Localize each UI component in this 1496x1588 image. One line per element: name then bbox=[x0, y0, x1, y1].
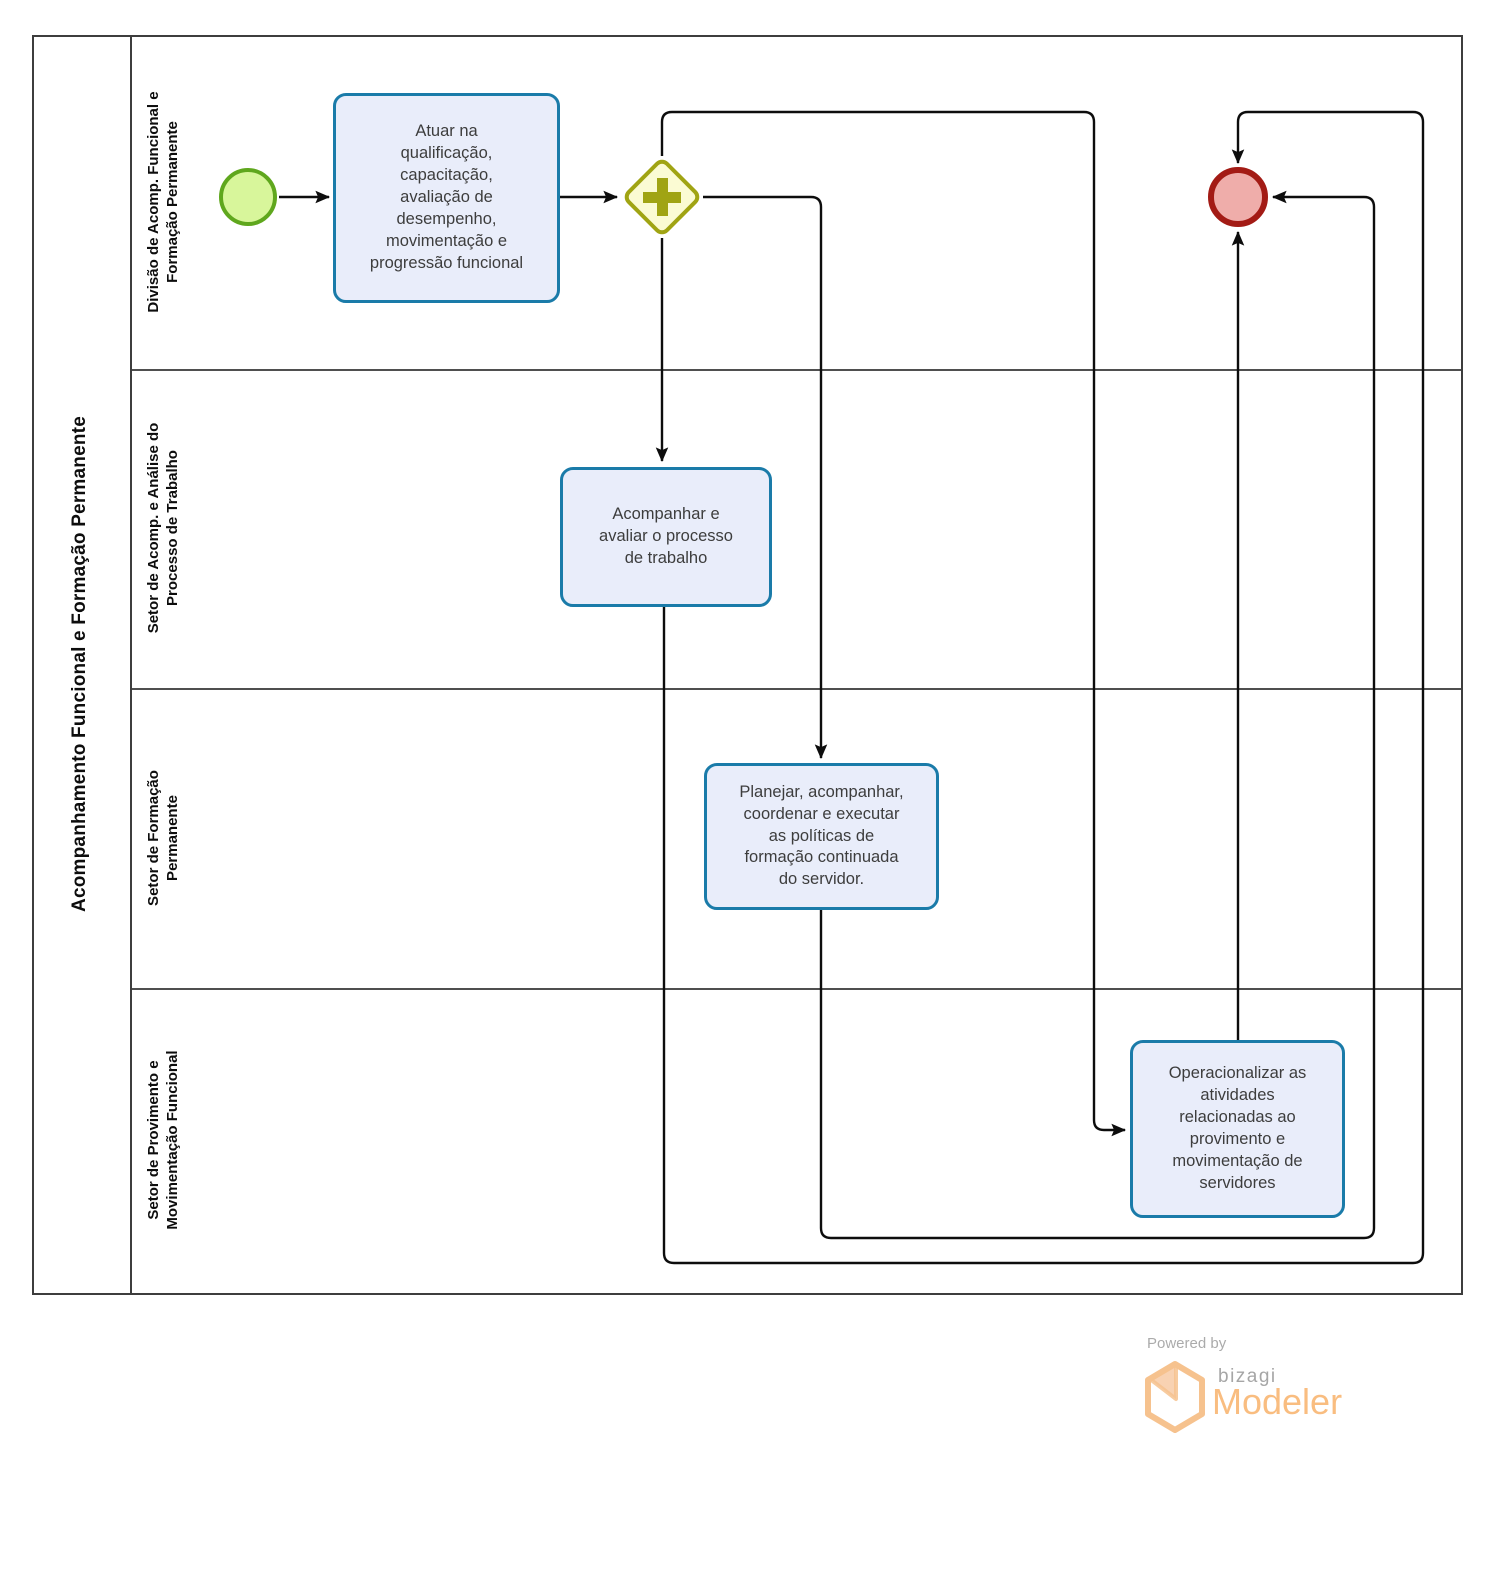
task-atuar: Atuar na qualificação, capacitação, aval… bbox=[333, 93, 560, 303]
start-event bbox=[219, 168, 277, 226]
task-operacionalizar: Operacionalizar as atividades relacionad… bbox=[1130, 1040, 1345, 1218]
pool-header-separator bbox=[130, 35, 132, 1295]
task-label: Atuar na qualificação, capacitação, aval… bbox=[369, 122, 524, 272]
modeler-product-text: Modeler bbox=[1212, 1381, 1343, 1422]
powered-by-text: Powered by bbox=[1147, 1335, 1227, 1352]
parallel-gateway bbox=[620, 155, 704, 239]
bizagi-brand-text: bizagi bbox=[1218, 1366, 1277, 1387]
lane-label-setor-formacao: Setor de Formação Permanente bbox=[144, 770, 181, 906]
lane-label-divisao-acomp: Divisão de Acomp. Funcional e Formação P… bbox=[144, 91, 181, 313]
task-acompanhar: Acompanhar e avaliar o processo de traba… bbox=[560, 467, 772, 607]
task-label: Acompanhar e avaliar o processo de traba… bbox=[599, 505, 733, 567]
pool-title: Acompanhamento Funcional e Formação Perm… bbox=[69, 416, 90, 912]
end-event bbox=[1208, 167, 1268, 227]
pool bbox=[32, 35, 1463, 1295]
lane-label-setor-provimento: Setor de Provimento e Movimentação Funci… bbox=[144, 1050, 181, 1230]
lane-label-setor-acomp-analise: Setor de Acomp. e Análise do Processo de… bbox=[144, 422, 181, 634]
task-label: Operacionalizar as atividades relacionad… bbox=[1168, 1064, 1307, 1192]
task-label: Planejar, acompanhar, coordenar e execut… bbox=[739, 782, 904, 889]
lane-divider bbox=[132, 369, 1461, 371]
plus-icon bbox=[656, 178, 668, 216]
bizagi-box-icon bbox=[1145, 1361, 1205, 1433]
task-planejar: Planejar, acompanhar, coordenar e execut… bbox=[704, 763, 939, 910]
lane-divider bbox=[132, 688, 1461, 690]
lane-divider bbox=[132, 988, 1461, 990]
